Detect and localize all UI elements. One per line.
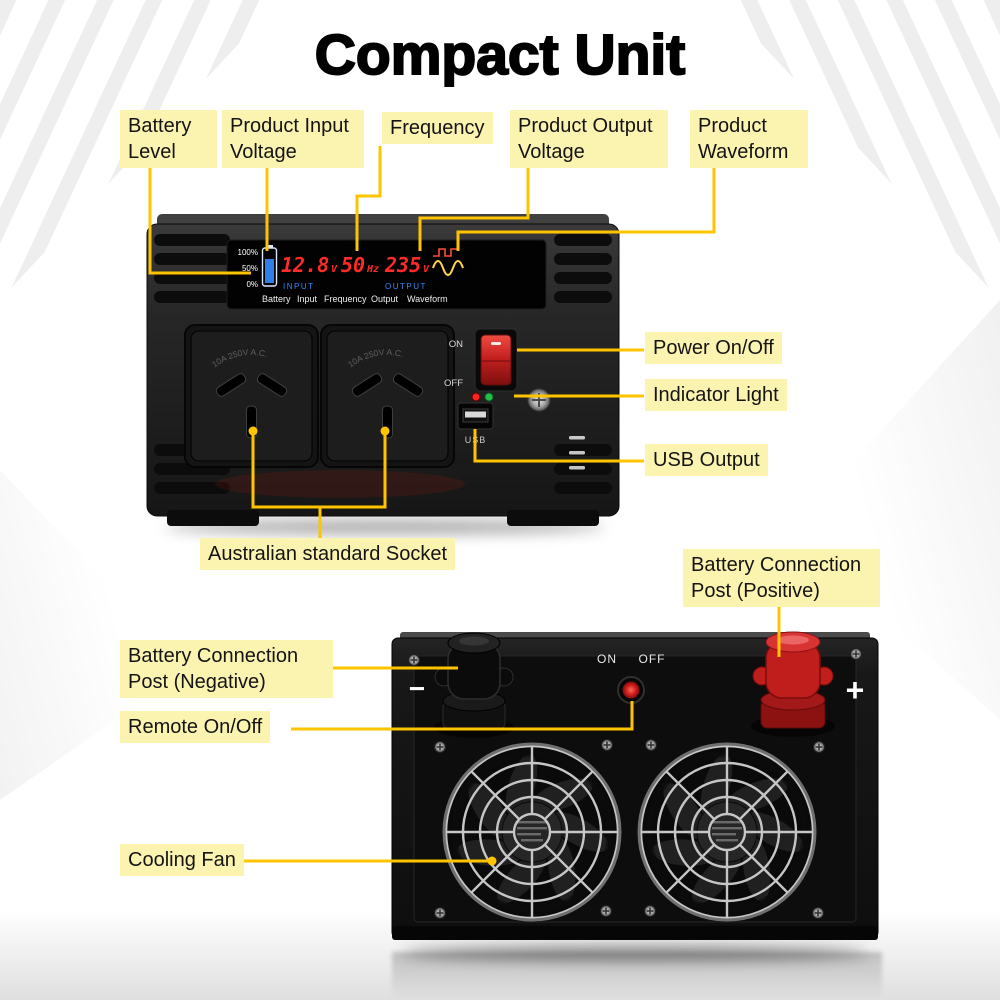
remote-off-label: OFF — [639, 652, 666, 666]
svg-text:Waveform: Waveform — [407, 294, 448, 304]
svg-text:Output: Output — [371, 294, 399, 304]
callout-battery-post-positive: Battery Connection Post (Positive) — [683, 549, 880, 607]
cooling-fan-right — [638, 743, 816, 921]
cooling-fan-left — [443, 743, 621, 921]
rear-bottom-edge — [392, 926, 878, 940]
front-device-shadow — [165, 520, 605, 534]
callout-australian-socket: Australian standard Socket — [200, 538, 456, 570]
input-voltage-unit: V — [331, 264, 338, 275]
red-reflection — [215, 470, 465, 498]
callout-frequency: Frequency — [382, 112, 493, 144]
positive-sign: + — [846, 672, 865, 708]
negative-sign: − — [409, 673, 425, 704]
socket-left: 10A 250V A.C. — [184, 324, 319, 468]
svg-text:Input: Input — [297, 294, 318, 304]
battery-post-positive — [751, 631, 835, 737]
rear-device-shadow — [402, 946, 868, 960]
callout-product-waveform: Product Waveform — [690, 110, 808, 168]
rear-device-reflection — [392, 952, 882, 998]
frequency-unit: Hz — [366, 264, 379, 275]
callout-battery-level: Battery Level — [120, 110, 217, 168]
callout-product-output-voltage: Product Output Voltage — [510, 110, 668, 168]
battery-icon — [261, 245, 278, 287]
callout-indicator-light: Indicator Light — [645, 379, 787, 411]
callout-power-on-off: Power On/Off — [645, 332, 782, 364]
rocker — [480, 334, 512, 386]
frequency-value: 50 — [341, 253, 365, 277]
callout-cooling-fan: Cooling Fan — [120, 844, 244, 876]
switch-on-label: ON — [449, 339, 463, 350]
remote-switch: ON OFF — [597, 652, 666, 704]
inverter-front-view: 100% 50% 0% 12.8 V 50 Hz 235 V INPUT OUT… — [146, 214, 620, 526]
front-screw — [527, 388, 551, 412]
usb-label: USB — [465, 435, 487, 445]
output-voltage-unit: V — [423, 264, 430, 275]
callout-product-input-voltage: Product Input Voltage — [222, 110, 364, 168]
lcd-display: 100% 50% 0% 12.8 V 50 Hz 235 V INPUT OUT… — [226, 239, 547, 310]
feet — [167, 510, 599, 526]
remote-button — [622, 681, 640, 699]
input-voltage-value: 12.8 — [281, 253, 329, 277]
svg-text:100%: 100% — [238, 248, 258, 257]
inverter-rear-view: − + ON OFF — [391, 631, 879, 940]
svg-text:50%: 50% — [242, 264, 258, 273]
callout-battery-post-negative: Battery Connection Post (Negative) — [120, 640, 333, 698]
input-label: INPUT — [283, 282, 315, 291]
output-label: OUTPUT — [385, 282, 427, 291]
output-voltage-value: 235 — [384, 253, 421, 277]
switch-off-label: OFF — [444, 378, 463, 389]
socket-right: 10A 250V A.C. — [320, 324, 455, 468]
svg-text:0%: 0% — [246, 280, 258, 289]
callout-usb-output: USB Output — [645, 444, 768, 476]
svg-text:Battery: Battery — [262, 294, 291, 304]
remote-on-label: ON — [597, 652, 617, 666]
power-switch: ON OFF — [444, 328, 518, 392]
indicator-lights — [471, 392, 494, 402]
page-title: Compact Unit — [314, 22, 687, 88]
display-legend: Battery Input Frequency Output Waveform — [262, 294, 448, 304]
svg-text:Frequency: Frequency — [324, 294, 367, 304]
callout-remote-on-off: Remote On/Off — [120, 711, 271, 743]
